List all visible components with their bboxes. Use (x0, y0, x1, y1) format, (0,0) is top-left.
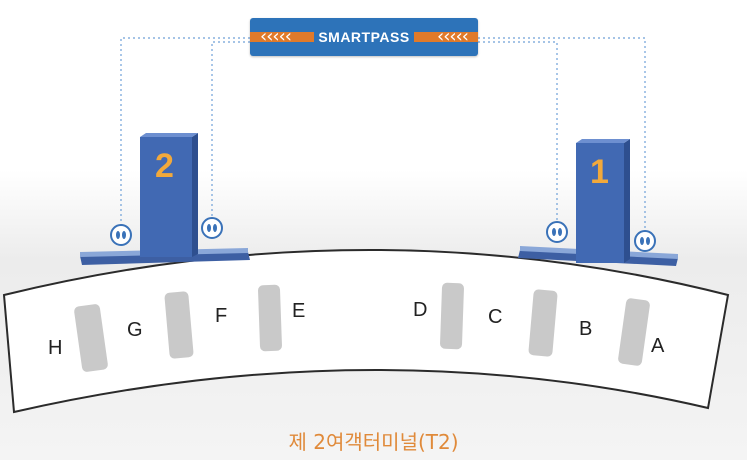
guide-line-right-outer (478, 37, 646, 232)
gate-letter-a: A (651, 335, 665, 357)
pillar-1-side (624, 139, 630, 263)
banner-title: SMARTPASS (250, 27, 478, 47)
banner-left-arrows: ‹‹‹‹‹ (260, 26, 292, 47)
pillar-1-body (576, 143, 624, 263)
smartpass-banner: ‹‹‹‹‹ ‹‹‹‹‹ SMARTPASS (250, 18, 478, 56)
gate-pad-h (74, 304, 108, 372)
footprint-icon-right-outer (634, 230, 656, 252)
pillar-group-1: 1 (518, 139, 678, 266)
gate-pad-g (164, 291, 194, 359)
gate-pads (74, 282, 650, 372)
terminal-label: 제 2여객터미널(T2) (288, 430, 459, 454)
gate-letter-b: B (579, 318, 592, 340)
gate-letter-d: D (413, 299, 427, 321)
banner-right-arrows: ‹‹‹‹‹ (437, 26, 469, 47)
gate-letter-f: F (215, 305, 227, 327)
gate-pad-a (618, 298, 650, 366)
guide-lines (120, 37, 646, 232)
gate-pad-d (440, 282, 464, 350)
footprint-icon-left-inner (201, 217, 223, 239)
gate-letter-e: E (292, 300, 305, 322)
pillar-1-top (576, 139, 630, 143)
footprint-icon-left-outer (110, 224, 132, 246)
pillar-2-number: 2 (155, 147, 174, 185)
guide-line-left-inner (211, 41, 250, 222)
gate-letter-c: C (488, 306, 502, 328)
pillar-group-2: 2 (80, 133, 250, 265)
pillar-2-top (140, 133, 198, 137)
pillar-1-number: 1 (590, 153, 609, 191)
gate-letters: H G F E D C B A (48, 299, 665, 359)
gate-letter-h: H (48, 337, 62, 359)
gate-pad-c (528, 289, 558, 357)
gate-letter-g: G (127, 319, 143, 341)
terminal-building (2, 249, 730, 414)
footprint-icon-right-inner (546, 221, 568, 243)
banner-title-text: SMARTPASS (314, 29, 414, 45)
gate-pad-f (258, 284, 282, 352)
guide-line-right-inner (478, 41, 558, 225)
pillar-2-side (192, 133, 198, 257)
pillar-2-body (140, 137, 192, 257)
